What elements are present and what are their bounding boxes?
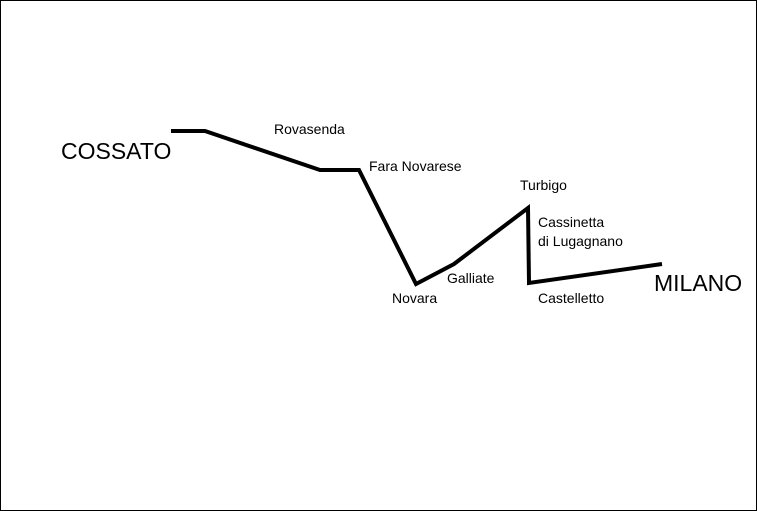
label-cossato: COSSATO [61,138,172,164]
label-castelletto: Castelletto [538,290,605,306]
label-turbigo: Turbigo [520,177,567,193]
label-galliate: Galliate [447,270,495,286]
railway-route-line [171,129,663,287]
label-cassinetta-line2: di Lugagnano [538,233,623,249]
label-rovasenda: Rovasenda [274,121,345,137]
label-milano: MILANO [654,270,743,296]
label-novara: Novara [392,290,438,306]
label-fara-novarese: Fara Novarese [369,158,462,174]
label-cassinetta-line1: Cassinetta [538,214,605,230]
label-cassinetta-di-lugagnano: Cassinetta di Lugagnano [538,213,623,251]
